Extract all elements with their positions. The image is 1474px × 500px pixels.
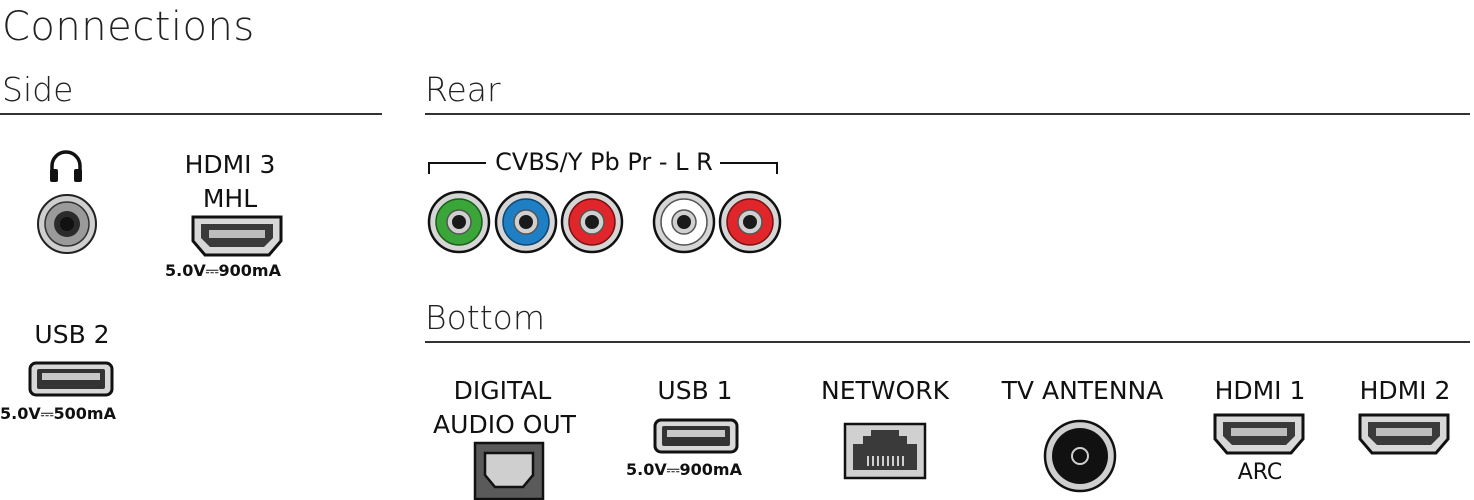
usb2-spec: 5.0V⎓500mA <box>0 404 116 423</box>
section-rear-title: Rear <box>425 70 501 109</box>
ethernet-port-icon[interactable] <box>843 422 927 480</box>
headphone-jack-icon[interactable] <box>36 193 98 255</box>
rca-jack-red-audio-icon[interactable] <box>718 190 782 254</box>
rca-jack-red-icon[interactable] <box>560 190 624 254</box>
section-bottom-divider <box>425 341 1470 343</box>
usb-port-icon[interactable] <box>653 418 739 454</box>
hdmi3-mhl-label: MHL <box>202 184 258 213</box>
usb1-spec: 5.0V⎓900mA <box>626 460 742 479</box>
digital-audio-out-label: AUDIO OUT <box>433 410 576 439</box>
hdmi2-label: HDMI 2 <box>1359 376 1451 405</box>
cvbs-group-label: CVBS/Y Pb Pr - L R <box>495 148 713 176</box>
optical-port-icon[interactable] <box>473 441 545 500</box>
page-title: Connections <box>2 4 255 50</box>
tv-antenna-label: TV ANTENNA <box>1001 376 1164 405</box>
rca-jack-green-icon[interactable] <box>427 190 491 254</box>
coax-antenna-icon[interactable] <box>1043 419 1117 493</box>
usb2-label: USB 2 <box>34 320 110 349</box>
hdmi-port-icon[interactable] <box>1357 412 1451 456</box>
usb1-label: USB 1 <box>657 376 733 405</box>
section-side-divider <box>0 113 382 115</box>
cvbs-bracket <box>428 162 778 174</box>
section-bottom-title: Bottom <box>425 298 546 337</box>
hdmi-port-icon[interactable] <box>190 214 284 258</box>
hdmi1-arc-label: ARC <box>1237 460 1283 485</box>
headphones-icon <box>50 150 82 182</box>
rca-jack-white-icon[interactable] <box>652 190 716 254</box>
hdmi3-label: HDMI 3 <box>184 150 276 179</box>
hdmi-port-icon[interactable] <box>1212 412 1306 456</box>
section-rear-divider <box>425 113 1470 115</box>
section-side-title: Side <box>2 70 74 109</box>
usb-port-icon[interactable] <box>28 361 114 397</box>
hdmi1-label: HDMI 1 <box>1214 376 1306 405</box>
hdmi3-spec: 5.0V⎓900mA <box>165 261 281 280</box>
network-label: NETWORK <box>821 376 949 405</box>
digital-audio-label: DIGITAL <box>453 376 552 405</box>
rca-jack-blue-icon[interactable] <box>494 190 558 254</box>
